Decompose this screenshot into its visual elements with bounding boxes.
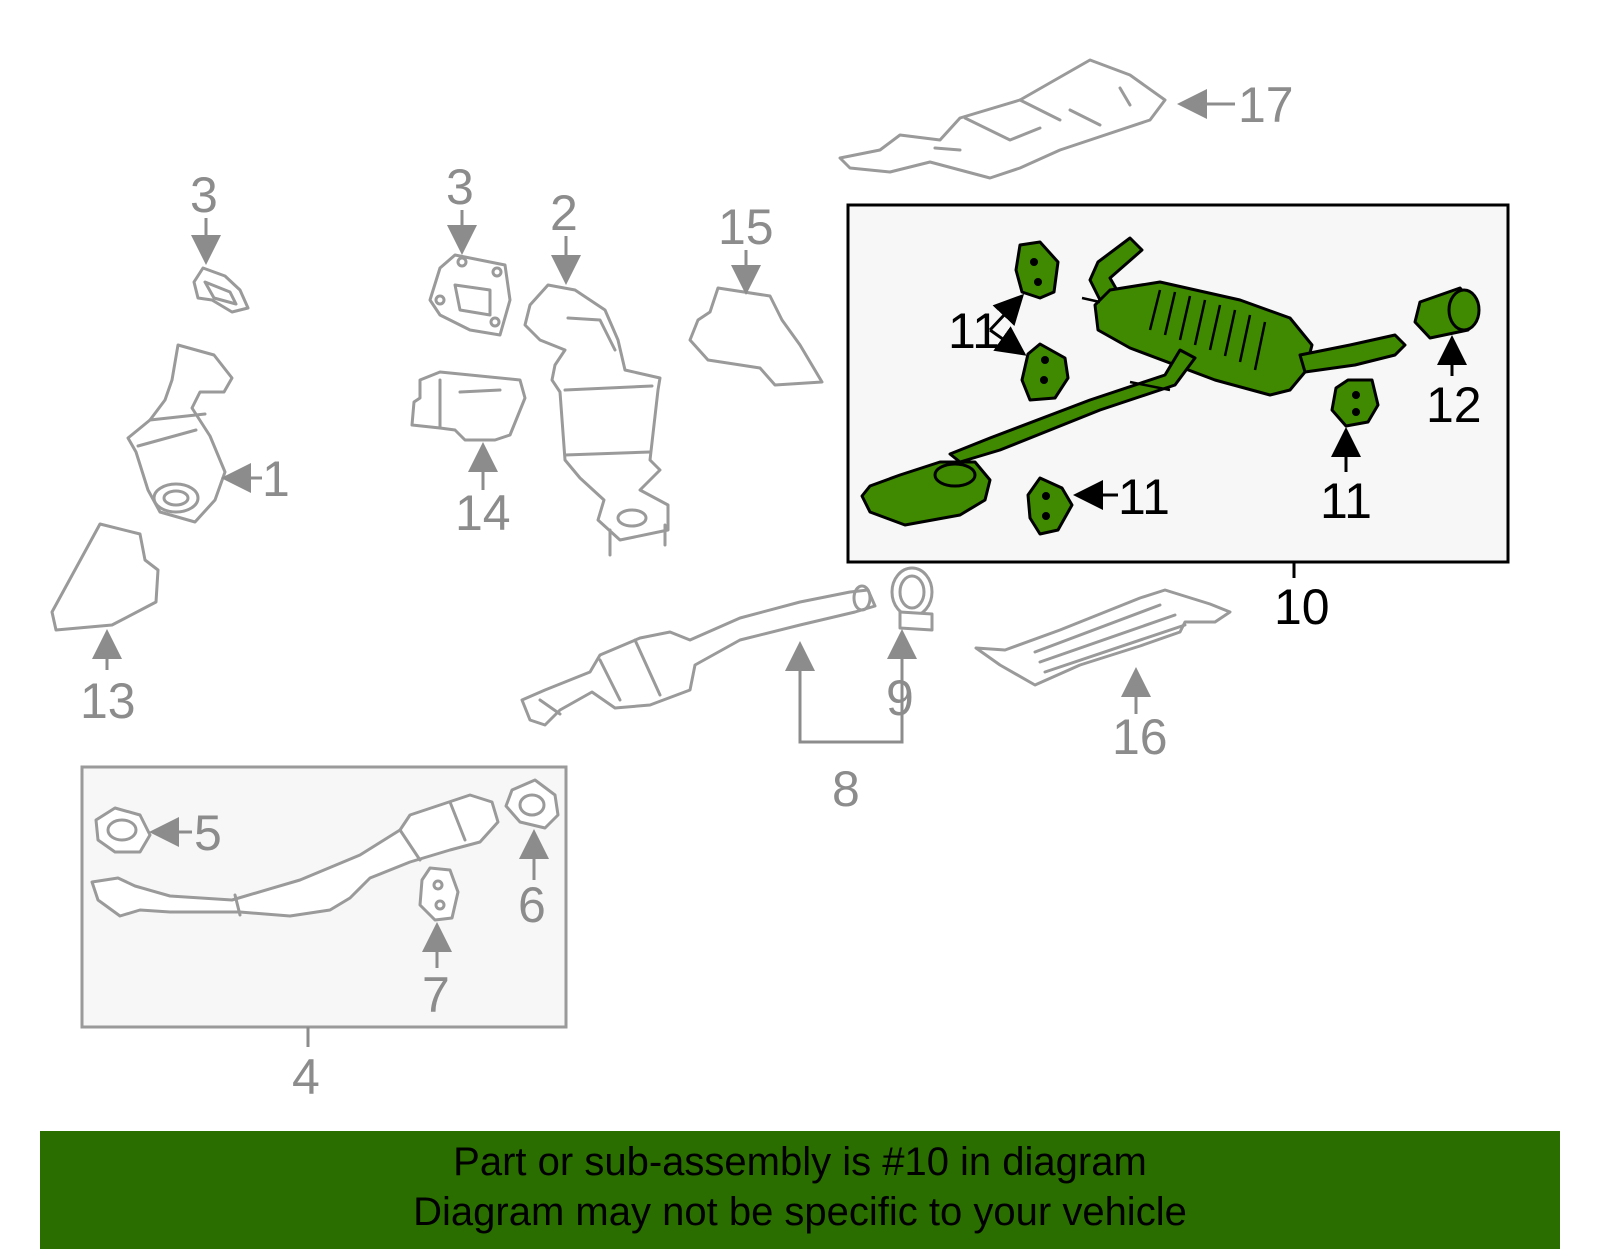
info-banner: Part or sub-assembly is #10 in diagram D…	[40, 1131, 1560, 1249]
callout-3-left: 3	[190, 167, 218, 223]
callout-6: 6	[518, 877, 546, 933]
part-7-hanger[interactable]	[418, 866, 460, 922]
callout-17: 17	[1238, 77, 1294, 133]
part-13-heat-shield[interactable]	[50, 522, 160, 632]
callout-16: 16	[1112, 709, 1168, 765]
banner-line-2: Diagram may not be specific to your vehi…	[413, 1190, 1187, 1234]
callout-9: 9	[886, 670, 914, 726]
callout-11-right: 11	[1320, 473, 1372, 529]
part-9-clamp[interactable]	[890, 566, 934, 632]
callout-7: 7	[422, 967, 450, 1023]
callout-12: 12	[1426, 377, 1482, 433]
callout-5: 5	[194, 805, 222, 861]
callout-11-bottom: 11	[1118, 469, 1170, 525]
callout-2: 2	[550, 185, 578, 241]
part-14-bracket[interactable]	[410, 370, 527, 442]
part-8-front-pipe[interactable]	[520, 584, 877, 727]
banner-line-1: Part or sub-assembly is #10 in diagram	[453, 1140, 1147, 1184]
part-10-muffler-assembly[interactable]	[860, 236, 1407, 527]
callout-11-left: 11	[948, 303, 1000, 359]
part-4-intermediate-pipe[interactable]	[90, 793, 500, 918]
part-11-hanger-bottom[interactable]	[1026, 476, 1074, 536]
part-3-gasket-center[interactable]	[428, 253, 512, 337]
part-3-gasket-left[interactable]	[192, 266, 250, 314]
part-6-gasket[interactable]	[504, 778, 560, 830]
callout-3-center: 3	[446, 159, 474, 215]
callout-13: 13	[80, 673, 136, 729]
part-11-hanger-top[interactable]	[1014, 240, 1060, 300]
callout-4: 4	[292, 1049, 320, 1105]
part-11-hanger-right[interactable]	[1330, 378, 1380, 428]
part-12-exhaust-tip[interactable]	[1413, 286, 1481, 340]
arrow-11a-down	[989, 326, 1027, 356]
callout-1: 1	[262, 451, 290, 507]
callout-15: 15	[718, 199, 774, 255]
part-17-heat-shield[interactable]	[838, 58, 1167, 180]
arrow-11a-up	[988, 293, 1025, 332]
part-5-gasket[interactable]	[94, 806, 152, 854]
callout-14: 14	[455, 485, 511, 541]
callout-10: 10	[1274, 579, 1330, 635]
part-11-hanger-middle[interactable]	[1020, 342, 1070, 402]
part-16-heat-shield[interactable]	[974, 588, 1232, 687]
part-1-catalytic-converter-left[interactable]	[126, 343, 234, 524]
callout-8: 8	[832, 761, 860, 817]
part-15-heat-shield[interactable]	[688, 286, 824, 387]
part-2-catalytic-converter-center[interactable]	[523, 283, 670, 557]
leader-8	[798, 650, 904, 744]
